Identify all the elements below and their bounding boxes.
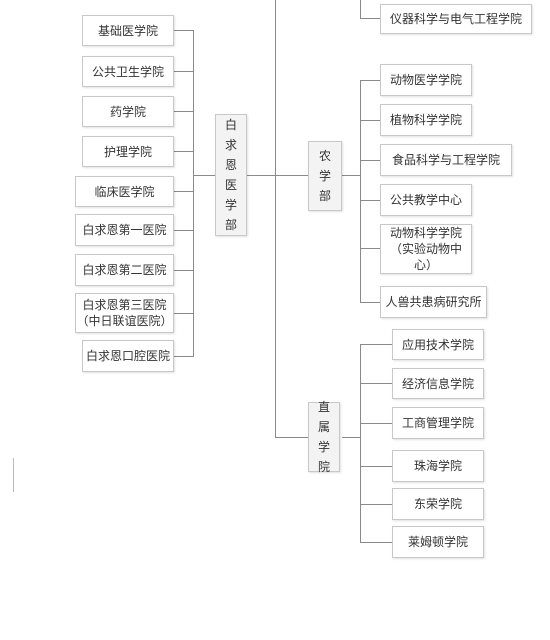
- left-item-2: 公共卫生学院: [82, 56, 174, 87]
- left-item-8: 白求恩第三医院 （中日联谊医院）: [75, 293, 174, 333]
- agri-item-2: 植物科学学院: [380, 104, 472, 136]
- left-item-6: 白求恩第一医院: [75, 214, 174, 246]
- left-hub: 白 求 恩 医 学 部: [215, 114, 247, 236]
- agri-hub: 农 学 部: [308, 141, 342, 211]
- left-item-7: 白求恩第二医院: [75, 254, 174, 286]
- top-item: 仪器科学与电气工程学院: [380, 4, 532, 34]
- direct-hub: 直 属 学 院: [308, 400, 340, 474]
- agri-item-4: 公共教学中心: [380, 184, 472, 216]
- agri-item-6: 人兽共患病研究所: [380, 286, 487, 318]
- left-item-4: 护理学院: [82, 136, 174, 167]
- direct-item-4: 珠海学院: [392, 450, 484, 482]
- direct-item-5: 东荣学院: [392, 488, 484, 520]
- left-item-5: 临床医学院: [75, 176, 174, 207]
- agri-item-1: 动物医学学院: [380, 64, 472, 96]
- direct-item-1: 应用技术学院: [392, 329, 484, 360]
- agri-item-5: 动物科学学院 （实验动物中心）: [380, 224, 472, 274]
- agri-item-3: 食品科学与工程学院: [380, 144, 512, 176]
- direct-item-3: 工商管理学院: [392, 407, 484, 439]
- left-item-3: 药学院: [82, 96, 174, 127]
- direct-item-2: 经济信息学院: [392, 368, 484, 399]
- left-item-9: 白求恩口腔医院: [82, 340, 174, 372]
- direct-item-6: 莱姆顿学院: [392, 526, 484, 558]
- left-item-1: 基础医学院: [82, 15, 174, 46]
